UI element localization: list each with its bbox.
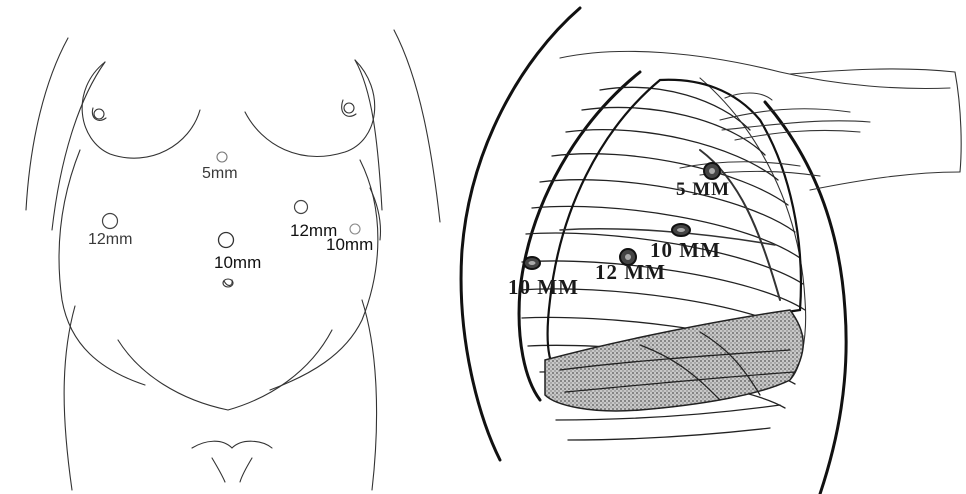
port-marker-10mm-right xyxy=(350,224,360,234)
label-5mm: 5mm xyxy=(202,165,238,182)
back-outline xyxy=(765,102,846,494)
right-inner-arm xyxy=(355,60,382,210)
torso-right-side xyxy=(270,160,378,390)
port-marker-10mm-lower xyxy=(524,257,540,269)
right-leg-outer xyxy=(362,300,377,490)
umbilicus-mark xyxy=(224,280,232,285)
label-10mm-upper: 10 MM xyxy=(650,238,721,262)
label-10mm-lower: 10 MM xyxy=(508,275,579,299)
abdomen-panel: 5mm 12mm 10mm 12mm 10mm xyxy=(26,30,440,490)
arm-end xyxy=(955,72,961,172)
arm-lower xyxy=(810,172,960,190)
right-thigh-fold xyxy=(228,330,332,410)
label-5mm: 5 MM xyxy=(676,179,730,200)
thorax-panel: 5 MM 10 MM 12 MM 10 MM xyxy=(461,8,961,494)
arm-upper xyxy=(790,69,955,74)
torso-left-side xyxy=(59,150,145,385)
left-breast xyxy=(82,62,200,158)
left-nipple xyxy=(94,109,104,119)
port-marker-10mm-upper xyxy=(672,224,690,236)
right-nipple xyxy=(344,103,354,113)
right-flank-line xyxy=(370,188,381,240)
label-12mm: 12 MM xyxy=(595,260,666,284)
pubic-curve xyxy=(192,441,272,448)
shoulder-line xyxy=(560,51,950,88)
label-10mm-right: 10mm xyxy=(326,235,373,254)
groin-right xyxy=(240,458,252,482)
port-marker-5mm xyxy=(217,152,227,162)
right-breast xyxy=(245,60,375,156)
right-arm-outline xyxy=(394,30,440,222)
left-thigh-fold xyxy=(118,340,228,410)
lower-rib-tail-2 xyxy=(568,428,770,440)
diaphragm-shaded xyxy=(545,310,803,411)
port-marker-10mm-center xyxy=(219,233,234,248)
port-marker-12mm-left xyxy=(103,214,118,229)
label-12mm-left: 12mm xyxy=(88,231,132,248)
groin-left xyxy=(212,458,225,482)
left-arm-outline xyxy=(26,38,68,210)
label-10mm-center: 10mm xyxy=(214,253,261,272)
port-marker-5mm xyxy=(704,163,720,179)
port-marker-12mm-right xyxy=(295,201,308,214)
